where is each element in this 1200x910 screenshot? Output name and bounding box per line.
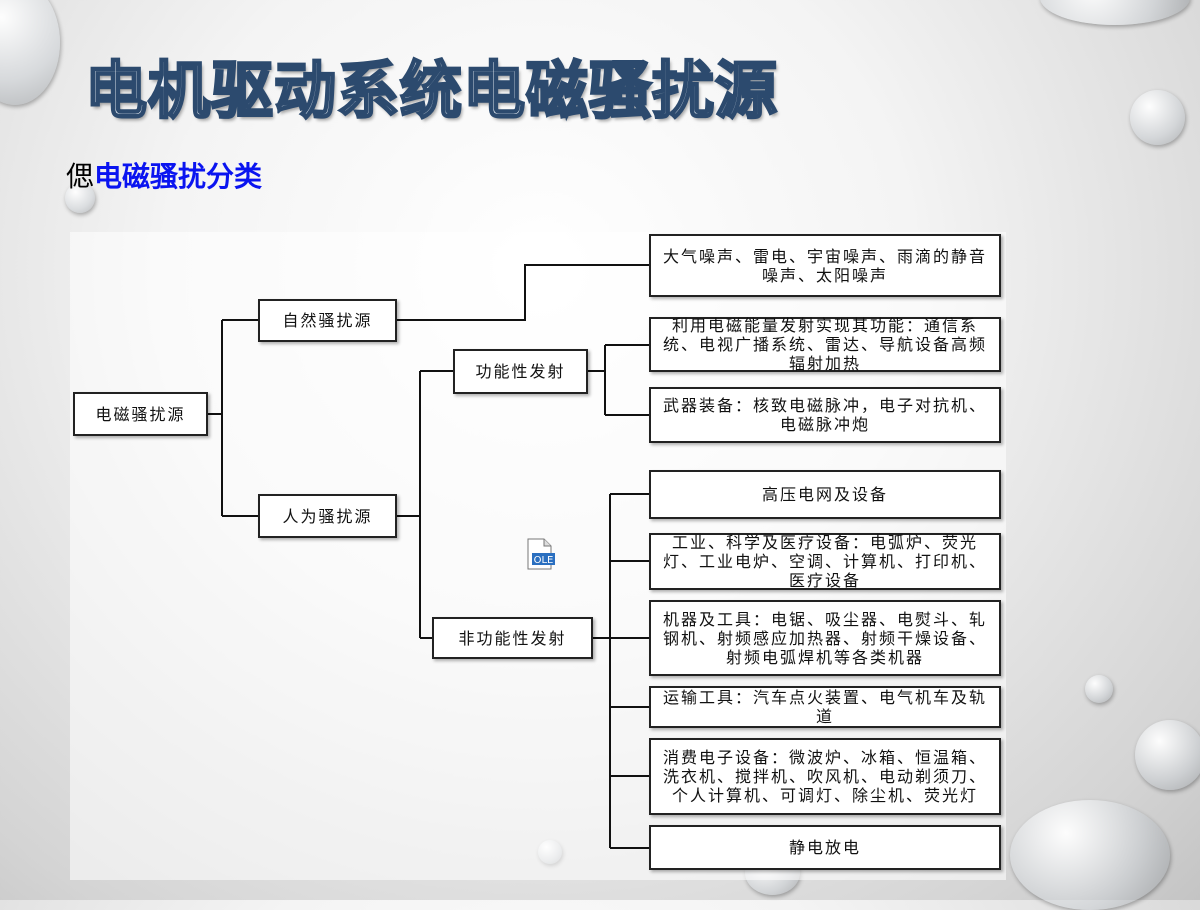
leaf-nonfunctional: 工业、科学及医疗设备：电弧炉、荧光灯、工业电炉、空调、计算机、打印机、医疗设备 — [649, 533, 1001, 590]
water-drop-decoration — [1135, 720, 1200, 790]
water-drop-decoration — [1010, 800, 1170, 910]
leaf-nonfunctional: 运输工具：汽车点火装置、电气机车及轨道 — [649, 686, 1001, 728]
bullet-glyph: 偲 — [66, 160, 95, 193]
leaf-functional: 利用电磁能量发射实现其功能：通信系统、电视广播系统、雷达、导航设备高频辐射加热 — [649, 316, 1001, 373]
node-functional: 功能性发射 — [453, 349, 588, 394]
slide-title: 电机驱动系统电磁骚扰源 — [84, 53, 779, 129]
leaf-functional: 武器装备：核致电磁脉冲，电子对抗机、电磁脉冲炮 — [649, 387, 1001, 443]
ole-object-icon[interactable]: OLE — [527, 538, 555, 570]
water-drop-decoration — [1130, 90, 1185, 145]
ole-label: OLE — [534, 555, 554, 566]
section-heading-text: 电磁骚扰分类 — [94, 160, 263, 193]
water-drop-decoration — [65, 183, 95, 213]
leaf-nonfunctional: 机器及工具：电锯、吸尘器、电熨斗、轧钢机、射频感应加热器、射频干燥设备、射频电弧… — [649, 600, 1001, 676]
node-root: 电磁骚扰源 — [73, 392, 208, 436]
water-drop-decoration — [1085, 675, 1113, 703]
leaf-natural: 大气噪声、雷电、宇宙噪声、雨滴的静音噪声、太阳噪声 — [649, 234, 1001, 297]
section-heading: 偲 电磁骚扰分类 — [66, 155, 262, 195]
node-artificial: 人为骚扰源 — [258, 494, 397, 538]
leaf-nonfunctional: 高压电网及设备 — [649, 470, 1001, 519]
leaf-nonfunctional: 消费电子设备：微波炉、冰箱、恒温箱、洗衣机、搅拌机、吹风机、电动剃须刀、个人计算… — [649, 738, 1001, 815]
node-nonfunctional: 非功能性发射 — [432, 617, 593, 659]
node-natural: 自然骚扰源 — [258, 299, 397, 342]
leaf-nonfunctional: 静电放电 — [649, 825, 1001, 870]
